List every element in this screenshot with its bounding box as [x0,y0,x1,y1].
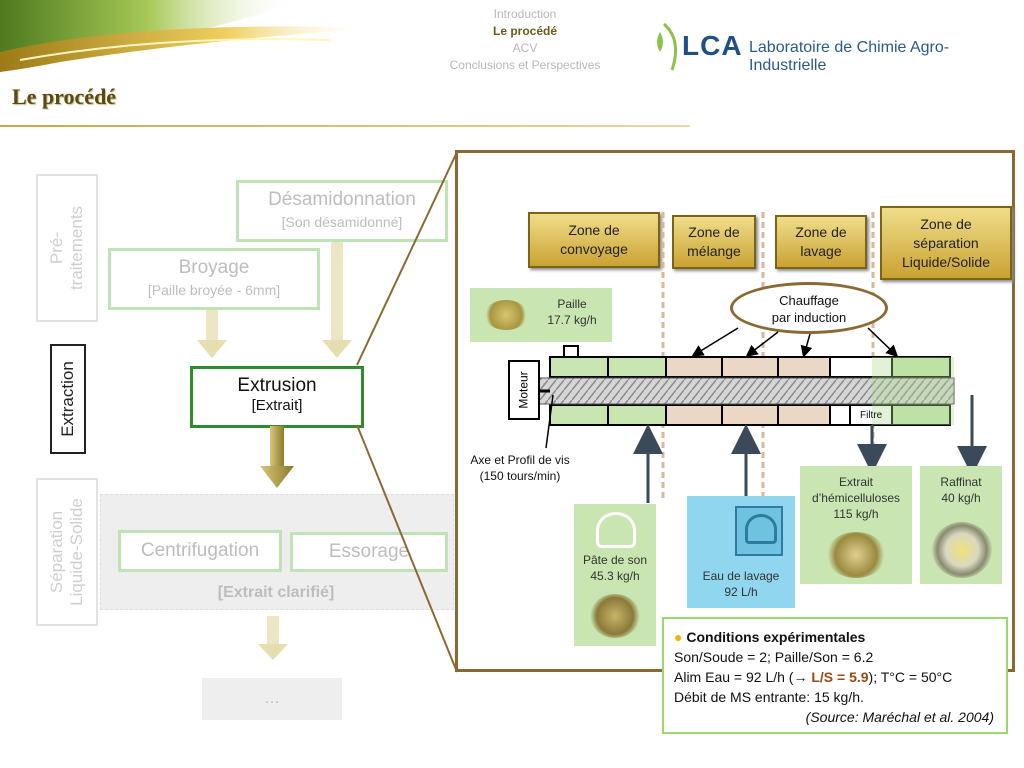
conditions-line2: Alim Eau = 92 L/h (→ L/S = 5.9); T°C = 5… [674,667,998,687]
raffinat-flow: 40 kg/h [941,491,981,505]
zone-separation-line2: séparation [913,234,979,251]
zoom-lines [356,151,458,673]
raffinat-label: Raffinat [940,475,982,489]
extrait-image [826,532,886,578]
faded-down-arrow [258,616,288,660]
conditions-box: ● Conditions expérimentales Son/Soude = … [662,617,1008,734]
pate-flow: 45.3 kg/h [590,569,640,583]
zone-convoyage-line2: convoyage [560,241,628,257]
conditions-line2-b: ); T°C = 50°C [868,669,953,685]
faded-arrows [197,242,352,358]
conditions-line2-a: Alim Eau = 92 L/h ( [674,669,794,685]
conditions-ls: L/S = 5.9 [811,669,869,685]
zone-lavage: Zone de lavage [775,215,867,269]
step-broyage-sub: [Paille broyée - 6mm] [147,282,281,298]
moteur-box: Moteur [508,360,540,420]
section-nav: Introduction Le procédé ACV Conclusions … [420,6,630,74]
zone-lavage-line2: lavage [800,243,842,259]
eau-flow: 92 L/h [724,585,758,599]
paille-image [484,300,528,330]
tab-separation-line1: Séparation [47,510,66,594]
zone-convoyage-line1: Zone de [568,222,620,238]
nav-item-acv[interactable]: ACV [512,41,538,55]
leaf-banner [0,0,380,72]
paille-label: Paille [557,297,587,311]
conditions-source: (Source: Maréchal et al. 2004) [805,709,994,725]
pump-icon [596,512,636,548]
flow-arrows [633,395,987,505]
tab-extraction[interactable]: Extraction [50,344,86,454]
induction-arrows [691,327,899,358]
logo-full: Laboratoire de Chimie Agro-Industrielle [749,39,950,74]
leaf-logo-icon [657,22,678,71]
axe-line2: (150 tours/min) [479,469,561,483]
raffinat-output: Raffinat 40 kg/h [920,466,1002,584]
lca-logo: LCA Laboratoire de Chimie Agro-Industrie… [652,12,1012,74]
raffinat-image [932,522,992,578]
extrait-line2: d’hémicelluloses [811,491,901,505]
logo-short: LCA [682,30,743,61]
extrait-output: Extrait d’hémicelluloses 115 kg/h [800,466,912,584]
conditions-heading: Conditions expérimentales [686,629,866,645]
zone-separation-line1: Zone de [920,215,972,232]
zone-convoyage: Zone de convoyage [528,212,660,268]
step-extrusion-title: Extrusion [237,375,317,396]
pate-label: Pâte de son [582,553,648,567]
step-desamidonnation-sub: [Son désamidonné] [281,214,403,230]
step-essorage: Essorage [290,532,448,572]
step-extrusion[interactable]: Extrusion [Extrait] [190,366,364,428]
title-divider [0,125,690,127]
extrait-line1: Extrait [838,475,873,489]
zone-separation-line3: Liquide/Solide [902,253,990,270]
filtre-label: Filtre [860,410,883,421]
chauffage-induction: Chauffage par induction [730,282,888,334]
nav-item-conclusions[interactable]: Conclusions et Perspectives [449,58,601,72]
nav-item-le-procede[interactable]: Le procédé [492,24,558,38]
step-essorage-label: Essorage [328,541,410,562]
tab-pretraitements-line1: Pré- [47,231,66,265]
eau-label: Eau de lavage [702,569,780,583]
step-broyage: Broyage [Paille broyée - 6mm] [108,248,320,310]
tab-extraction-label: Extraction [58,361,77,437]
bullet-icon: ● [674,629,683,645]
step-desamidonnation: Désamidonnation [Son désamidonné] [236,180,448,242]
axe-label: Axe et Profil de vis (150 tours/min) [462,452,578,484]
paille-feed: Paille 17.7 kg/h [470,288,612,342]
extrusion-down-arrow [260,426,294,488]
conditions-line1: Son/Soude = 2; Paille/Son = 6.2 [674,649,874,665]
step-centrifugation-label: Centrifugation [140,540,260,561]
more-steps: … [202,678,342,720]
step-extrusion-sub: [Extrait] [251,397,303,414]
axe-line1: Axe et Profil de vis [470,453,570,467]
pate-image [590,594,640,638]
pate-de-son-feed: Pâte de son 45.3 kg/h [574,504,656,646]
step-centrifugation: Centrifugation [118,530,282,572]
chauffage-line1: Chauffage [779,293,839,308]
tab-pretraitements-line2: traitements [67,205,86,291]
paille-flow: 17.7 kg/h [547,313,597,327]
moteur-label: Moteur [517,371,532,409]
zone-melange: Zone de mélange [672,215,756,269]
extruder-diagram [530,345,955,449]
tab-pretraitements[interactable]: Pré-traitements [36,174,98,322]
zone-lavage-line1: Zone de [795,224,847,240]
page-title: Le procédé [12,84,117,109]
tab-separation-line2: Liquide-Solide [67,498,86,606]
zone-melange-line1: Zone de [688,224,740,240]
chauffage-line2: par induction [771,310,847,325]
extrait-clarifie-label: [Extrait clarifié] [217,584,335,601]
eau-de-lavage-feed: Eau de lavage 92 L/h [687,496,795,608]
arrow-right-icon: → [793,669,808,685]
conditions-line3: Débit de MS entrante: 15 kg/h. [674,689,864,705]
step-desamidonnation-title: Désamidonnation [268,189,416,210]
pump-icon [735,506,783,556]
step-broyage-title: Broyage [178,257,250,278]
nav-item-introduction[interactable]: Introduction [493,7,557,21]
extrait-flow: 115 kg/h [833,507,879,521]
zone-melange-line2: mélange [687,243,741,259]
